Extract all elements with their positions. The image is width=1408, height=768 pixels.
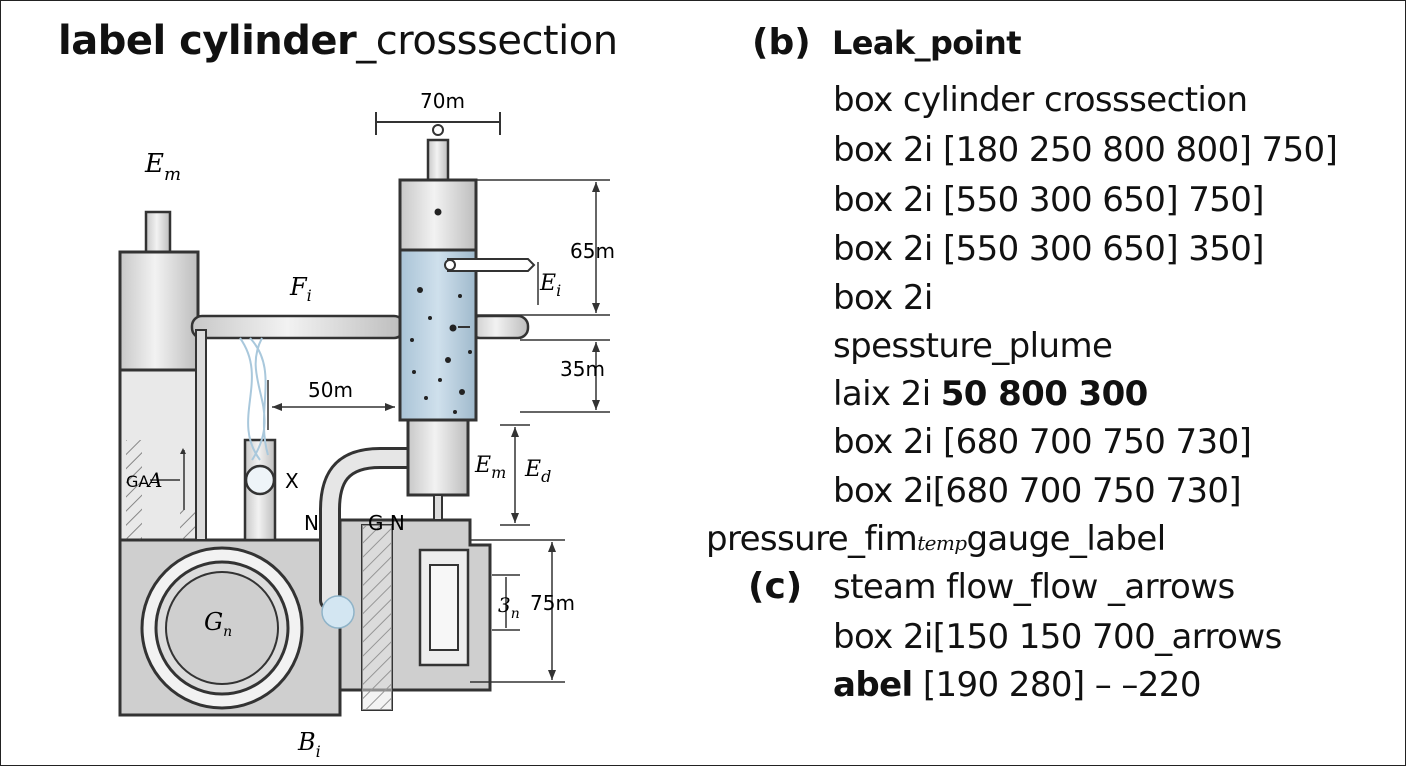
text-line-12: box 2i[150 150 700_arrows	[833, 617, 1282, 657]
right-cylinder-water	[398, 248, 478, 422]
particles	[410, 287, 472, 414]
text-line-3: box 2i [550 300 650] 750]	[833, 180, 1265, 220]
label-bi: Bi	[297, 728, 321, 761]
right-stub-pipe	[468, 314, 530, 340]
text-line-10-small: temp	[917, 531, 967, 555]
top-handle-stem	[426, 138, 450, 182]
tag-c: (c)	[748, 566, 803, 607]
text-line-7-bold: 50 800 300	[940, 374, 1149, 414]
label-ei: Ei	[539, 271, 561, 300]
text-line-13-bold: abel	[833, 665, 913, 705]
figure-title: label cylinder_crosssection	[58, 18, 618, 64]
nozzle	[433, 494, 443, 521]
dimension-arrowheads	[272, 182, 600, 680]
gn-circle-inner	[165, 571, 279, 685]
top-handle-knob	[432, 124, 444, 136]
top-pipe	[190, 314, 406, 340]
u-pipe-inner	[322, 450, 418, 608]
text-line-7-pre: laix 2i	[833, 374, 941, 414]
left-hatch-a	[126, 440, 142, 540]
text-line-11: steam flow_flow _arrows	[833, 567, 1235, 607]
label-em-mid: Em	[474, 453, 506, 482]
valve-wheel	[244, 464, 276, 496]
label-gn: G N	[368, 511, 405, 535]
tag-b: (b)	[752, 22, 811, 63]
label-dim-50: 50m	[308, 378, 353, 402]
label-n: N	[304, 511, 319, 535]
label-ga: GA	[126, 472, 149, 491]
text-line-2: box 2i [180 250 800 800] 750]	[833, 130, 1338, 170]
left-hatch-b	[180, 510, 198, 540]
heading-leak-point: Leak_point	[832, 24, 1022, 62]
hatched-wall-fill	[362, 525, 392, 710]
label-gn-circle: Gn	[204, 608, 232, 640]
label-dim-35: 35m	[560, 357, 605, 381]
cylinder-diagram: 70m Em Fi Ei 65m 35m 50m 75m A GA X N G …	[118, 89, 615, 761]
right-port-inner	[429, 564, 459, 651]
drip-bulb	[321, 595, 355, 629]
dim-70-bracket	[375, 112, 501, 135]
text-line-4: box 2i [550 300 650] 350]	[833, 229, 1265, 269]
label-s-n: 3n	[498, 593, 520, 622]
text-line-10: pressure_fimtempgauge_label	[706, 519, 1166, 559]
text-line-6: spessture_plume	[833, 326, 1113, 366]
text-line-10-post: gauge_label	[966, 519, 1166, 559]
left-cylinder-head	[118, 250, 200, 372]
title-bold: label cylinder	[58, 18, 357, 64]
label-ed: Ed	[524, 457, 551, 486]
text-line-7: laix 2i 50 800 300	[833, 374, 1148, 414]
label-fi: Fi	[289, 273, 312, 305]
text-line-10-pre: pressure_fim	[706, 519, 918, 559]
left-cylinder-cap	[144, 210, 172, 259]
right-cylinder-head	[398, 178, 478, 252]
text-line-9: box 2i[680 700 750 730]	[833, 471, 1242, 511]
steam-plume	[239, 337, 269, 461]
vertical-pipe	[195, 329, 207, 541]
label-a: A	[146, 468, 162, 492]
leak-arrow	[447, 258, 536, 272]
label-top-dim: 70m	[420, 89, 465, 113]
label-dim-65: 65m	[570, 239, 615, 263]
text-line-8: box 2i [680 700 750 730]	[833, 422, 1252, 462]
text-line-1: box cylinder crosssection	[833, 80, 1248, 120]
text-line-13: abel [190 280] – –220	[833, 665, 1201, 705]
text-line-13-rest: [190 280] – –220	[912, 665, 1202, 705]
label-x: X	[285, 469, 299, 493]
label-em-top: Em	[144, 149, 181, 185]
title-rest: _crosssection	[356, 18, 618, 64]
dimension-lines	[267, 179, 610, 683]
right-cylinder-lower	[406, 418, 470, 497]
label-dim-75: 75m	[530, 591, 575, 615]
text-line-5: box 2i	[833, 278, 933, 318]
